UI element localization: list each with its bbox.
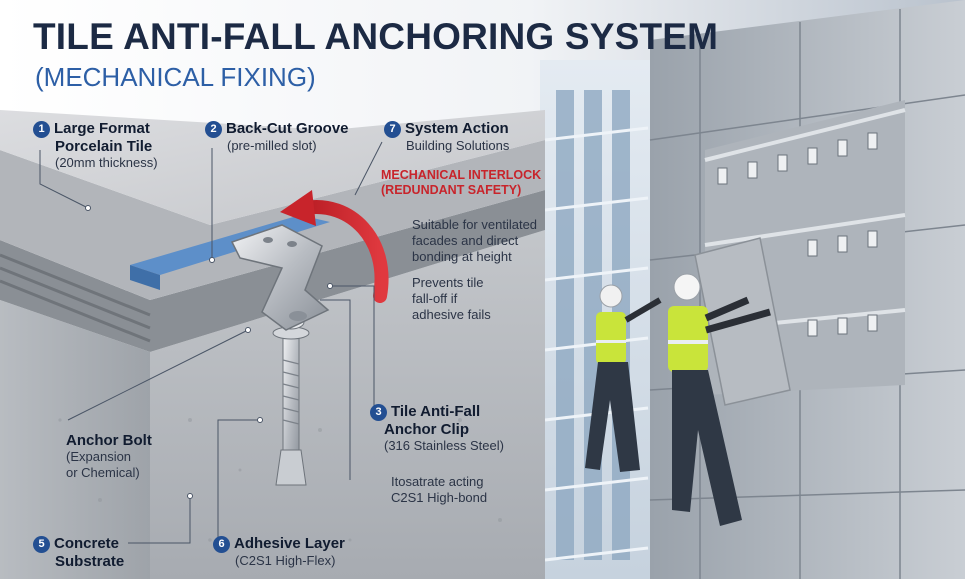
badge-1: 1	[33, 121, 50, 138]
substrate-title-2: Substrate	[55, 553, 125, 570]
page-title: TILE ANTI-FALL ANCHORING SYSTEM	[33, 16, 719, 57]
callout-itosatrate: Itosatrate acting C2S1 High-bond	[391, 474, 488, 505]
bolt-detail-1: (Expansion	[66, 449, 132, 464]
worker-left	[585, 284, 662, 472]
badge-7: 7	[384, 121, 401, 138]
system-title: System Action	[405, 120, 509, 137]
tile-title-2: Porcelain Tile	[55, 138, 153, 155]
tile-detail: (20mm thickness)	[55, 155, 158, 170]
groove-detail: (pre-milled slot)	[227, 138, 317, 153]
building-facade-photo	[540, 0, 965, 579]
system-detail: Building Solutions	[406, 138, 510, 153]
clip-detail: (316 Stainless Steel)	[384, 438, 504, 453]
interlock-label: MECHANICAL INTERLOCK (REDUNDANT SAFETY)	[381, 168, 541, 198]
leader-lines	[39, 141, 383, 544]
bolt-title: Anchor Bolt	[66, 432, 152, 449]
note-ventilated: Suitable for ventilated facades and dire…	[412, 217, 538, 264]
adhesive-title: Adhesive Layer	[234, 535, 345, 552]
tile-title-1: Large Format	[54, 120, 150, 137]
badge-3: 3	[370, 404, 387, 421]
interlock-label-1: MECHANICAL INTERLOCK	[381, 168, 542, 182]
page-subtitle: (MECHANICAL FIXING)	[35, 62, 316, 92]
interlock-arrow	[280, 190, 389, 303]
badge-6: 6	[213, 536, 230, 553]
adhesive-detail: (C2S1 High-Flex)	[235, 553, 336, 568]
badge-5: 5	[33, 536, 50, 553]
groove-title: Back-Cut Groove	[226, 120, 349, 137]
note-prevents-falloff: Prevents tile fall-off if adhesive fails	[412, 275, 491, 322]
bolt-detail-2: or Chemical)	[66, 465, 140, 480]
anchor-bolt-graphic	[272, 314, 310, 486]
worker-right	[668, 273, 771, 526]
cross-section	[0, 110, 545, 579]
substrate-title-1: Concrete	[54, 535, 120, 552]
interlock-label-2: (REDUNDANT SAFETY)	[381, 183, 522, 197]
anti-fall-clip-graphic	[230, 224, 330, 331]
clip-title-2: Anchor Clip	[384, 421, 469, 438]
callout-anchor-bolt: Anchor Bolt (Expansion or Chemical)	[66, 432, 152, 481]
clip-title-1: Tile Anti-Fall	[391, 403, 481, 420]
badge-2: 2	[205, 121, 222, 138]
